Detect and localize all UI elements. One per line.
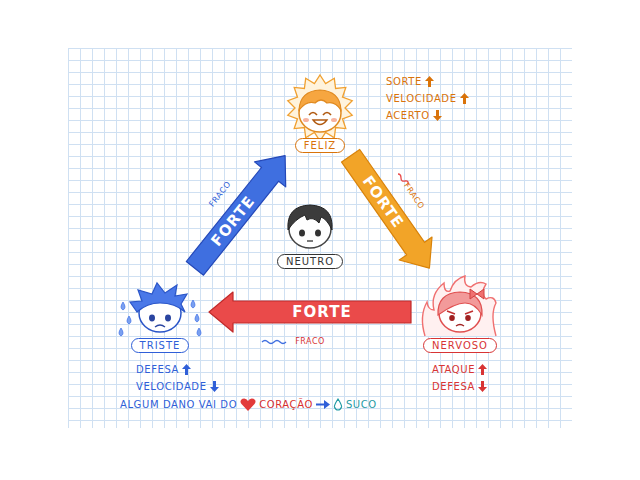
stat-text: SORTE (386, 76, 422, 87)
eye (449, 315, 455, 321)
eye (299, 229, 305, 236)
name-pill: NEUTRO (277, 254, 343, 269)
emotion-name: NERVOSO (432, 340, 488, 351)
stat-text: ALGUM DANO VAI DO (120, 399, 237, 410)
eye (165, 314, 171, 321)
weak-label: FRACO (207, 180, 232, 209)
stat-text: ATAQUE (432, 364, 475, 375)
squiggle (262, 341, 286, 344)
mouth (155, 325, 165, 327)
stat-arrow (210, 381, 219, 392)
stat-row: VELOCIDADE (136, 381, 219, 392)
stat-text: SUCO (346, 399, 377, 410)
face-illustration (415, 272, 505, 340)
hair (299, 90, 341, 110)
arrow-glyph (182, 364, 191, 375)
stat-text: DEFESA (432, 381, 475, 392)
stat-row: DEFESA (432, 381, 487, 392)
brow (447, 311, 473, 314)
stat-text: DEFESA (136, 364, 179, 375)
strength-arrow (209, 292, 411, 332)
arrow-glyph (478, 381, 487, 392)
tear-drop (119, 328, 123, 336)
stat-arrow (433, 110, 442, 121)
mouth (307, 240, 313, 241)
eye (309, 112, 317, 115)
stat-row: VELOCIDADE (386, 93, 469, 104)
arrow-glyph (460, 93, 469, 104)
arrow-glyph (478, 364, 487, 375)
stat-text: CORAÇÃO (259, 399, 313, 410)
arrow-glyph (316, 400, 330, 409)
stat-row: ATAQUE (432, 364, 487, 375)
mouth (313, 120, 327, 125)
eye (465, 315, 471, 321)
stat-row: SORTE (386, 76, 434, 87)
tear-drop (195, 314, 199, 322)
emotion-name: NEUTRO (286, 256, 334, 267)
stat-arrow (478, 364, 487, 375)
emotion-name: FELIZ (304, 140, 336, 151)
name-pill: TRISTE (131, 338, 190, 353)
stat-arrow (460, 93, 469, 104)
stat-arrow (182, 364, 191, 375)
stat-text: VELOCIDADE (136, 381, 207, 392)
hair (130, 283, 187, 312)
face-illustration (115, 272, 205, 340)
stat-row: ALGUM DANO VAI DO CORAÇÃO SUCO (120, 398, 377, 411)
emotion-node: NEUTRO (265, 188, 355, 269)
name-pill: NERVOSO (423, 338, 497, 353)
arrow-glyph (433, 110, 442, 121)
drop-icon (333, 398, 343, 411)
stat-arrow (425, 76, 434, 87)
stat-text: ACERTO (386, 110, 430, 121)
hair (288, 205, 332, 230)
eye (323, 112, 331, 115)
strength-arrow (186, 156, 285, 276)
sun-rays (288, 75, 352, 140)
face-illustration (275, 72, 365, 140)
edge-label: FORTE (359, 173, 408, 232)
tear-drop (197, 328, 201, 336)
tear-drop (127, 316, 131, 324)
edge-label: FORTE (292, 303, 351, 321)
cheek (331, 118, 337, 122)
eye (315, 229, 321, 236)
stat-arrow (478, 381, 487, 392)
stat-text: VELOCIDADE (386, 93, 457, 104)
emotion-name: TRISTE (140, 340, 181, 351)
stat-row: ACERTO (386, 110, 442, 121)
strength-arrow (342, 150, 432, 269)
flames (422, 276, 496, 336)
arrow-glyph (210, 381, 219, 392)
mouth (456, 324, 464, 326)
flow-arrow (316, 400, 330, 409)
eye (149, 314, 155, 321)
weak-label: FRACO (295, 337, 325, 346)
emotion-node: TRISTE (115, 272, 205, 353)
drop (334, 399, 341, 410)
heart-icon (240, 398, 256, 411)
weak-label: FRACO (402, 181, 426, 210)
emotion-node: NERVOSO (415, 272, 505, 353)
arrow-glyph (425, 76, 434, 87)
heart (241, 398, 256, 411)
cheek (303, 118, 309, 122)
bow (470, 289, 484, 299)
tear-drop (191, 300, 195, 308)
tear-drop (121, 302, 125, 310)
face-illustration (265, 188, 355, 256)
name-pill: FELIZ (295, 138, 345, 153)
stat-row: DEFESA (136, 364, 191, 375)
emotion-node: FELIZ (275, 72, 365, 153)
